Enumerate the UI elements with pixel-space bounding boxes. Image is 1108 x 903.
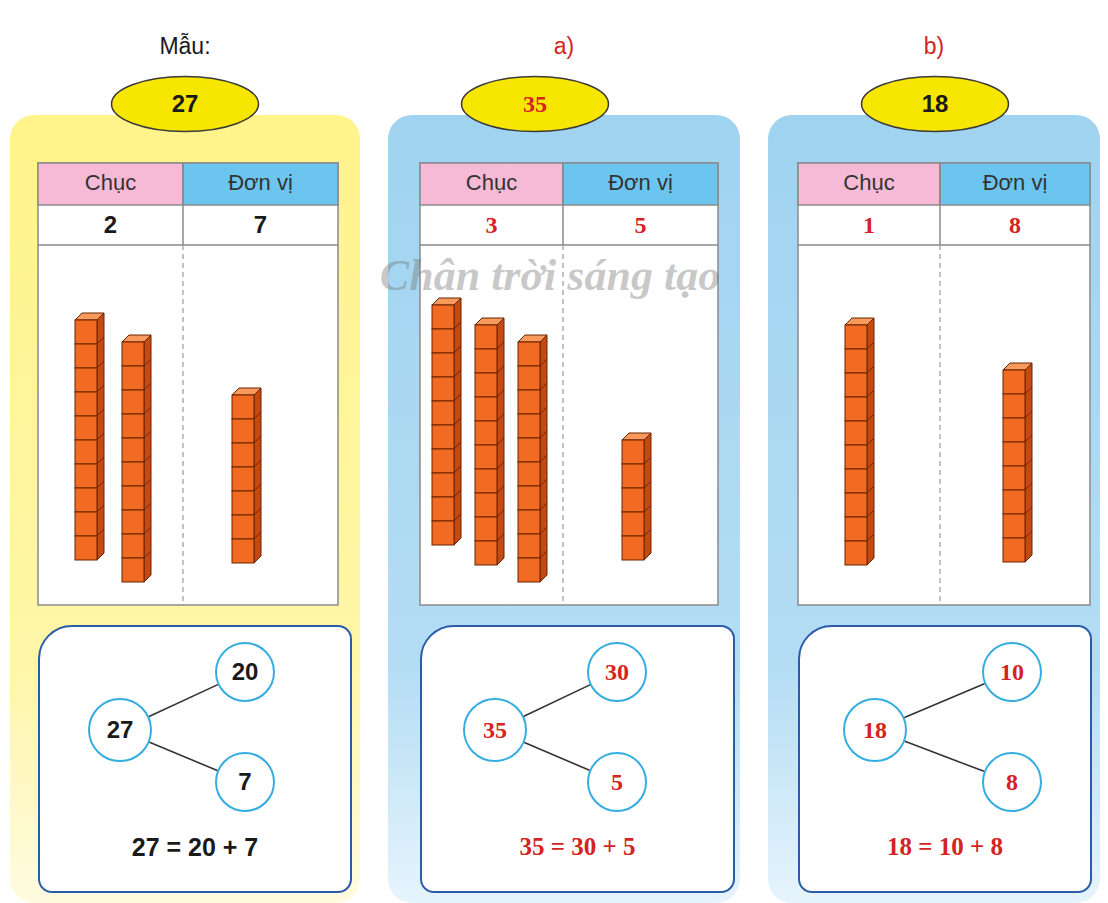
table-digit: 8 xyxy=(940,205,1090,245)
equation: 18 = 10 + 8 xyxy=(800,833,1090,861)
watermark: Chân trời sáng tạo xyxy=(150,250,950,301)
number-circle: 7 xyxy=(215,752,275,812)
number-text: 27 xyxy=(107,716,134,744)
number-circle: 18 xyxy=(843,698,907,762)
number-circle: 35 xyxy=(463,698,527,762)
cube-tower xyxy=(232,388,261,563)
equation: 35 = 30 + 5 xyxy=(422,833,733,861)
panel-heading: a) xyxy=(388,33,740,60)
split-box: 27 = 20 + 7 27 20 7 xyxy=(38,625,352,893)
column-header: Chục xyxy=(798,163,940,203)
table-digit: 7 xyxy=(183,205,338,245)
cube-tower xyxy=(1003,363,1032,562)
split-box: 35 = 30 + 5 35 30 5 xyxy=(420,625,735,893)
cube-tower xyxy=(432,298,461,545)
number-circle: 10 xyxy=(982,642,1042,702)
number-text: 5 xyxy=(611,769,623,796)
cube-tower xyxy=(475,318,504,565)
place-value-table xyxy=(798,163,1090,605)
column-header: Đơn vị xyxy=(183,163,338,203)
cube-tower xyxy=(622,433,651,560)
number-text: 20 xyxy=(232,658,259,686)
panel-heading: b) xyxy=(768,33,1100,60)
split-line xyxy=(904,684,984,718)
place-value-table xyxy=(420,163,718,605)
number-circle: 5 xyxy=(587,752,647,812)
number-text: 35 xyxy=(523,91,547,118)
cube-tower xyxy=(518,335,547,582)
cube-tower xyxy=(845,318,874,565)
column-header: Đơn vị xyxy=(563,163,718,203)
table-digit: 2 xyxy=(38,205,183,245)
number-ellipse: 18 xyxy=(860,75,1010,133)
split-line xyxy=(524,743,589,771)
number-ellipse: 35 xyxy=(460,75,610,133)
split-line xyxy=(524,685,590,716)
split-line xyxy=(905,741,984,771)
place-value-table xyxy=(38,163,338,605)
number-text: 7 xyxy=(238,768,251,796)
cube-tower xyxy=(122,335,151,582)
table-digit: 5 xyxy=(563,205,718,245)
panel-heading: Mẫu: xyxy=(10,33,360,60)
number-text: 27 xyxy=(172,90,199,118)
cube-tower xyxy=(75,313,104,560)
number-circle: 30 xyxy=(587,642,647,702)
number-ellipse: 27 xyxy=(110,75,260,133)
number-text: 10 xyxy=(1000,659,1024,686)
number-text: 18 xyxy=(922,90,949,118)
table-digit: 1 xyxy=(798,205,940,245)
column-header: Đơn vị xyxy=(940,163,1090,203)
split-box: 18 = 10 + 8 18 10 8 xyxy=(798,625,1092,893)
column-header: Chục xyxy=(38,163,183,203)
number-text: 35 xyxy=(483,717,507,744)
number-text: 8 xyxy=(1006,769,1018,796)
number-circle: 27 xyxy=(88,698,152,762)
split-line xyxy=(150,742,218,770)
split-line xyxy=(149,685,218,717)
number-circle: 8 xyxy=(982,752,1042,812)
number-circle: 20 xyxy=(215,642,275,702)
table-digit: 3 xyxy=(420,205,563,245)
number-text: 30 xyxy=(605,659,629,686)
equation: 27 = 20 + 7 xyxy=(40,833,350,862)
column-header: Chục xyxy=(420,163,563,203)
number-text: 18 xyxy=(863,717,887,744)
